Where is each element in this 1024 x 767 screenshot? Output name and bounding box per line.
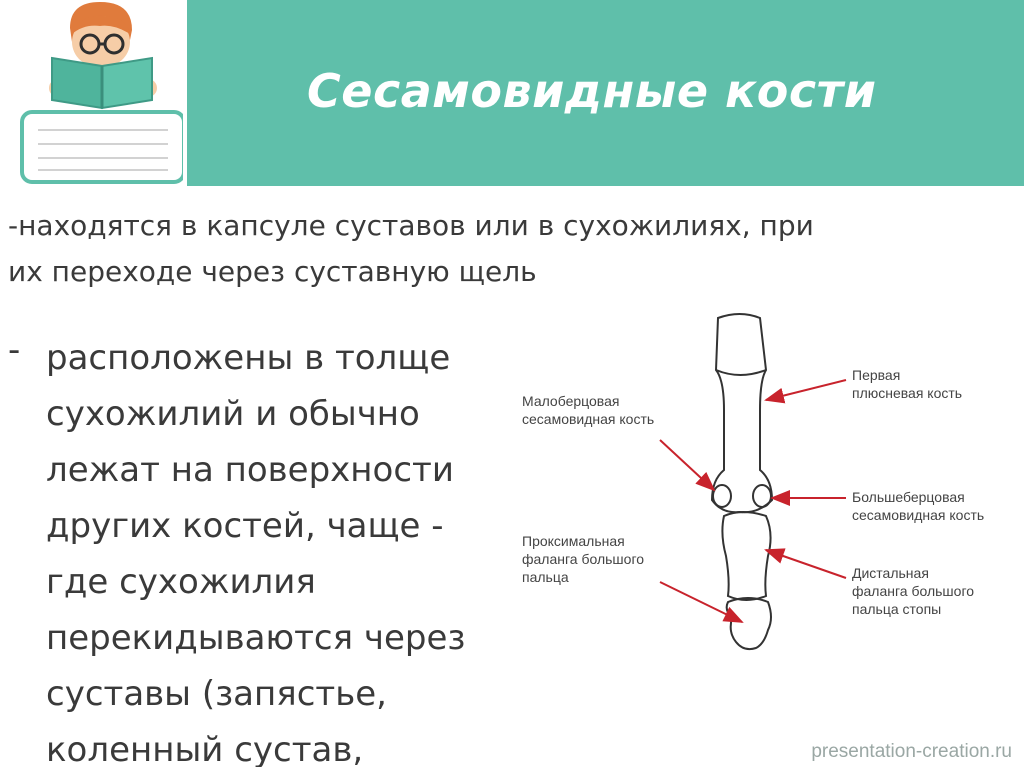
- label-proximal-phalanx: Проксимальная фаланга большого пальца: [522, 533, 648, 585]
- label-first-metatarsal: Первая плюсневая кость: [852, 367, 962, 401]
- bullet-text: расположены в толще сухожилий и обычно л…: [46, 330, 516, 767]
- intro-text: -находятся в капсуле суставов или в сухо…: [8, 203, 1008, 295]
- bullet-marker: -: [8, 330, 21, 370]
- bullet-line: коленный сустав,: [46, 730, 364, 767]
- bullet-line: других костей, чаще -: [46, 506, 444, 546]
- slide-title: Сесамовидные кости: [307, 64, 877, 118]
- intro-line-1: -находятся в капсуле суставов или в сухо…: [8, 209, 814, 242]
- label-fibular-sesamoid: Малоберцовая сесамовидная кость: [522, 393, 654, 427]
- bullet-line: расположены в толще: [46, 338, 451, 378]
- label-distal-phalanx: Дистальная фаланга большого пальца стопы: [852, 565, 978, 617]
- label-tibial-sesamoid: Большеберцовая сесамовидная кость: [852, 489, 984, 523]
- bone-outline: [710, 313, 774, 651]
- bullet-line: где сухожилия: [46, 562, 316, 602]
- bullet-line: лежат на поверхности: [46, 450, 454, 490]
- bullet-line: перекидываются через: [46, 618, 466, 658]
- intro-line-2: их переходе через суставную щель: [8, 255, 537, 288]
- title-bar: Сесамовидные кости: [187, 0, 1024, 186]
- watermark: presentation-creation.ru: [811, 741, 1012, 762]
- reading-child-icon: [8, 0, 186, 186]
- bullet-line: сухожилий и обычно: [46, 394, 420, 434]
- bone-diagram: Малоберцовая сесамовидная кость Проксима…: [510, 300, 1024, 740]
- bullet-line: суставы (запястье,: [46, 674, 387, 714]
